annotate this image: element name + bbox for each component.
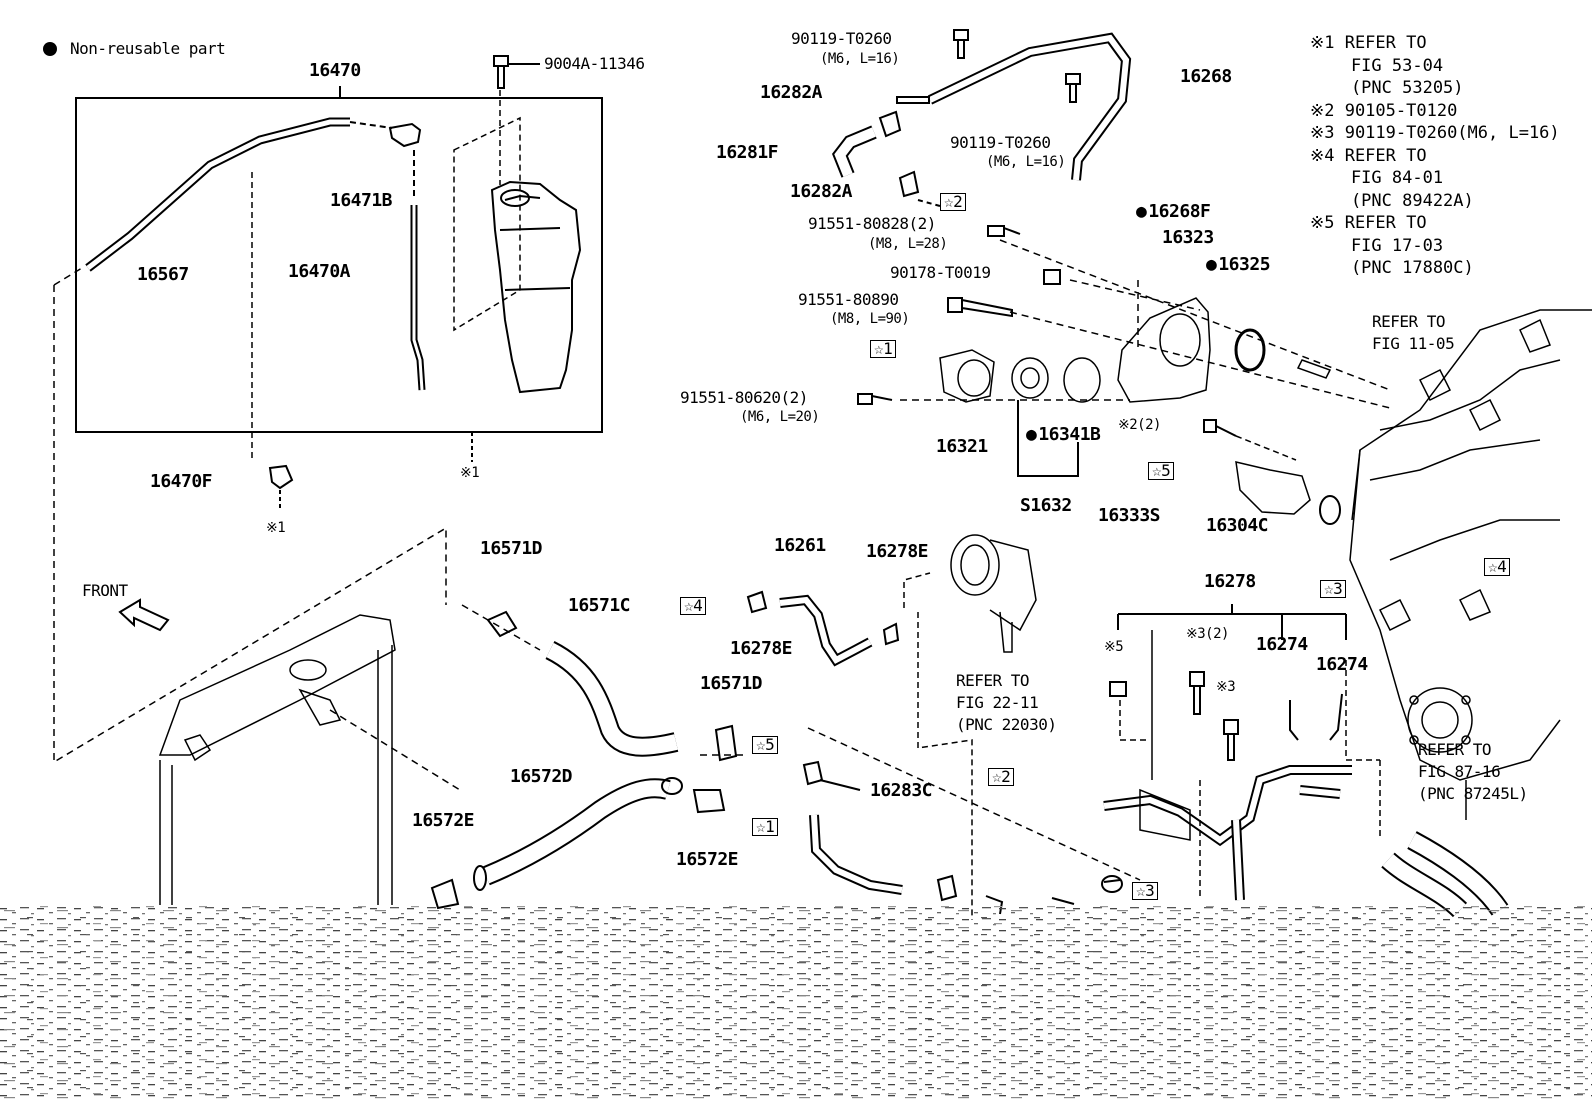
part-16572E-left: 16572E	[412, 810, 475, 831]
callout-star-1-thermostat: ☆1	[870, 340, 897, 358]
gasket	[1063, 357, 1101, 403]
refer-fig-11-05-line1: REFER TO	[1372, 312, 1446, 331]
part-90178-T0019: 90178-T0019	[890, 263, 991, 282]
part-16268: 16268	[1180, 66, 1232, 87]
callout-star-2-pipe: ☆2	[988, 768, 1015, 786]
part-9004A-11346: 9004A-11346	[544, 54, 645, 73]
part-16571D-top: 16571D	[480, 538, 543, 559]
throttle-body	[950, 534, 1037, 653]
non-reusable-dot-icon	[43, 42, 57, 56]
hose-16567	[85, 117, 350, 272]
water-outlet-16323	[1117, 297, 1211, 403]
part-16572E-right: 16572E	[676, 849, 739, 870]
callout-star-3-top: ☆3	[1320, 580, 1347, 598]
callout-star-4-hose: ☆4	[680, 597, 707, 615]
part-16268F: 16268F	[1136, 203, 1211, 221]
refer-fig-22-11-line3: (PNC 22030)	[956, 715, 1057, 734]
note-1-line-3: (PNC 53205)	[1310, 78, 1464, 98]
note-1-line-2: FIG 53-04	[1310, 55, 1444, 76]
part-91551-80828: 91551-80828(2)	[808, 214, 936, 233]
part-91551-80890: 91551-80890	[798, 290, 899, 309]
callout-star-4-engine: ☆4	[1484, 558, 1511, 576]
part-16274-right: 16274	[1316, 654, 1368, 675]
part-16470: 16470	[309, 60, 361, 81]
part-16283C: 16283C	[870, 780, 933, 801]
part-16325: 16325	[1206, 256, 1270, 274]
note-4-line-2: FIG 84-01	[1310, 168, 1444, 188]
part-90119-T0260-top-spec: (M6, L=16)	[820, 51, 900, 67]
water-inlet-16333S	[1235, 461, 1311, 515]
scan-noise-strip	[0, 905, 1592, 1099]
note-1-line-1: ※1 REFER TO	[1310, 33, 1427, 53]
note-2-line-1: ※2 90105-T0120	[1310, 100, 1458, 121]
note-mark-2-qty: ※2(2)	[1118, 417, 1161, 433]
part-16572D: 16572D	[510, 766, 573, 787]
refer-fig-22-11-line2: FIG 22-11	[956, 693, 1039, 712]
note-5-line-1: ※5 REFER TO	[1310, 213, 1427, 233]
part-16571C: 16571C	[568, 595, 631, 616]
part-16571D-lower: 16571D	[700, 673, 763, 694]
refer-fig-87-16-line3: (PNC 87245L)	[1418, 784, 1528, 803]
reservoir-tank	[490, 180, 582, 394]
legend-text: Non-reusable part	[70, 39, 226, 58]
refer-fig-87-16-line1: REFER TO	[1418, 740, 1492, 759]
refer-fig-87-16-line2: FIG 87-16	[1418, 762, 1501, 781]
callout-star-5-inlet: ☆5	[1148, 462, 1175, 480]
note-mark-5: ※5	[1104, 639, 1124, 655]
part-16470A: 16470A	[288, 261, 351, 282]
part-16282A-lower: 16282A	[790, 181, 853, 202]
part-16333S: 16333S	[1098, 505, 1161, 526]
note-mark-1-tank: ※1	[460, 465, 480, 481]
part-16282A-top: 16282A	[760, 82, 823, 103]
note-mark-3: ※3	[1216, 679, 1236, 695]
part-16567: 16567	[137, 264, 189, 285]
o-ring-16325	[1234, 328, 1266, 372]
refer-fig-22-11-line1: REFER TO	[956, 671, 1030, 690]
cap-16471B	[388, 122, 422, 148]
thermostat	[1011, 357, 1049, 399]
part-16304C: 16304C	[1206, 515, 1269, 536]
part-16281F: 16281F	[716, 142, 779, 163]
part-16278E-right: 16278E	[866, 541, 929, 562]
part-16470F: 16470F	[150, 471, 213, 492]
engine-block	[1349, 309, 1592, 781]
part-16261: 16261	[774, 535, 826, 556]
front-label: FRONT	[82, 581, 128, 600]
refer-fig-11-05-line2: FIG 11-05	[1372, 334, 1455, 353]
housing-16321	[939, 349, 995, 403]
note-4-line-3: (PNC 89422A)	[1310, 190, 1474, 211]
note-5-line-2: FIG 17-03	[1310, 235, 1444, 256]
pipe-16278	[1103, 765, 1352, 901]
part-90119-T0260-mid: 90119-T0260	[950, 133, 1051, 152]
callout-star-2-top: ☆2	[940, 193, 967, 211]
part-S1632: S1632	[1020, 495, 1072, 516]
part-91551-80828-spec: (M8, L=28)	[868, 236, 948, 252]
front-arrow-icon	[118, 598, 170, 632]
note-3-line-1: ※3 90119-T0260(M6, L=16)	[1310, 123, 1560, 143]
note-mark-1-lower: ※1	[266, 520, 286, 536]
part-91551-80890-spec: (M8, L=90)	[830, 311, 910, 327]
part-16274-left: 16274	[1256, 634, 1308, 655]
part-16278E-left: 16278E	[730, 638, 793, 659]
callout-star-1-hose: ☆1	[752, 818, 779, 836]
part-16278: 16278	[1204, 571, 1256, 592]
callout-star-5-hose: ☆5	[752, 736, 779, 754]
note-mark-3-qty: ※3(2)	[1186, 626, 1229, 642]
note-5-line-3: (PNC 17880C)	[1310, 258, 1474, 278]
part-16341B: 16341B	[1026, 426, 1101, 444]
radiator	[158, 614, 396, 905]
part-16471B: 16471B	[330, 190, 393, 211]
part-90119-T0260-top: 90119-T0260	[791, 29, 892, 48]
part-90119-T0260-mid-spec: (M6, L=16)	[986, 154, 1066, 170]
part-16323: 16323	[1162, 227, 1214, 248]
callout-star-3-bottom: ☆3	[1132, 882, 1159, 900]
part-16321: 16321	[936, 436, 988, 457]
notes-list: ※1 REFER TO FIG 53-04 (PNC 53205)※2 9010…	[1310, 32, 1560, 280]
part-91551-80620: 91551-80620(2)	[680, 388, 808, 407]
note-4-line-1: ※4 REFER TO	[1310, 145, 1427, 166]
part-91551-80620-spec: (M6, L=20)	[740, 409, 820, 425]
